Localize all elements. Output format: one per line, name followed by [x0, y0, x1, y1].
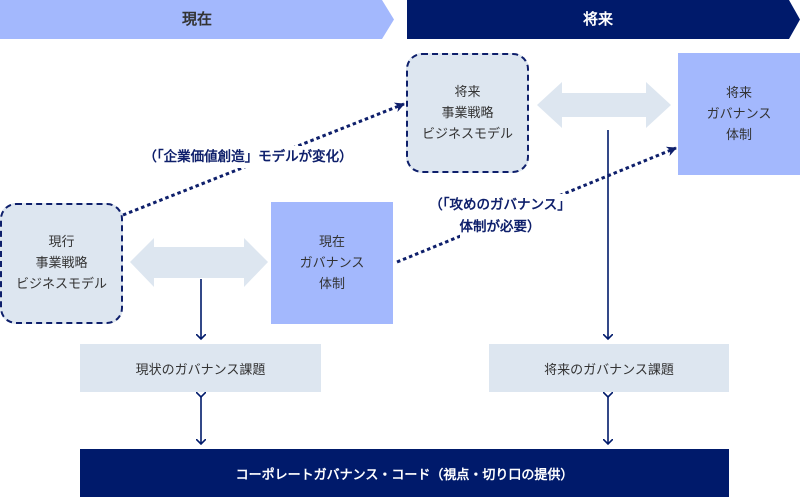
governance-code-bar: コーポレートガバナンス・コード（視点・切り口の提供） [80, 449, 729, 497]
header-future-label: 将来 [582, 10, 613, 28]
current-governance-line3: 体制 [318, 276, 345, 292]
current-strategy-line2: 事業戦略 [35, 256, 88, 271]
current-strategy-box: 現行 事業戦略 ビジネスモデル [0, 203, 123, 324]
future-issue-box: 将来のガバナンス課題 [489, 344, 729, 392]
future-strategy-line1: 将来 [454, 84, 481, 100]
future-governance-line1: 将来 [725, 85, 752, 101]
future-governance-line2: ガバナンス [706, 106, 772, 122]
caption-offensive-governance-line2: 体制が必要） [459, 216, 541, 238]
current-governance-line2: ガバナンス [299, 255, 365, 271]
current-strategy-line1: 現行 [48, 235, 75, 250]
header-future-arrow [407, 0, 800, 39]
current-issue-label: 現状のガバナンス課題 [135, 362, 266, 378]
caption-offensive-governance-line1: （「攻めのガバナンス」 [429, 194, 571, 216]
header-current-label: 現在 [181, 10, 212, 28]
current-bidirectional-arrow [130, 238, 268, 287]
caption-offensive-governance: （「攻めのガバナンス」 体制が必要） [405, 194, 595, 238]
current-governance-box: 現在 ガバナンス 体制 [271, 202, 393, 324]
future-governance-line3: 体制 [725, 127, 752, 143]
future-strategy-box: 将来 事業戦略 ビジネスモデル [406, 53, 529, 173]
future-governance-box: 将来 ガバナンス 体制 [678, 53, 800, 175]
future-issue-label: 将来のガバナンス課題 [544, 362, 674, 378]
governance-code-label: コーポレートガバナンス・コード（視点・切り口の提供） [235, 467, 574, 483]
future-bidirectional-arrow [537, 82, 671, 128]
future-strategy-line2: 事業戦略 [441, 105, 494, 121]
current-strategy-line3: ビジネスモデル [15, 277, 107, 292]
current-governance-line1: 現在 [318, 234, 345, 250]
future-strategy-line3: ビジネスモデル [421, 126, 513, 142]
header-current-arrow [0, 0, 394, 39]
caption-value-creation-change: （「企業価値創造」モデルが変化） [108, 146, 388, 168]
current-issue-box: 現状のガバナンス課題 [80, 344, 321, 392]
